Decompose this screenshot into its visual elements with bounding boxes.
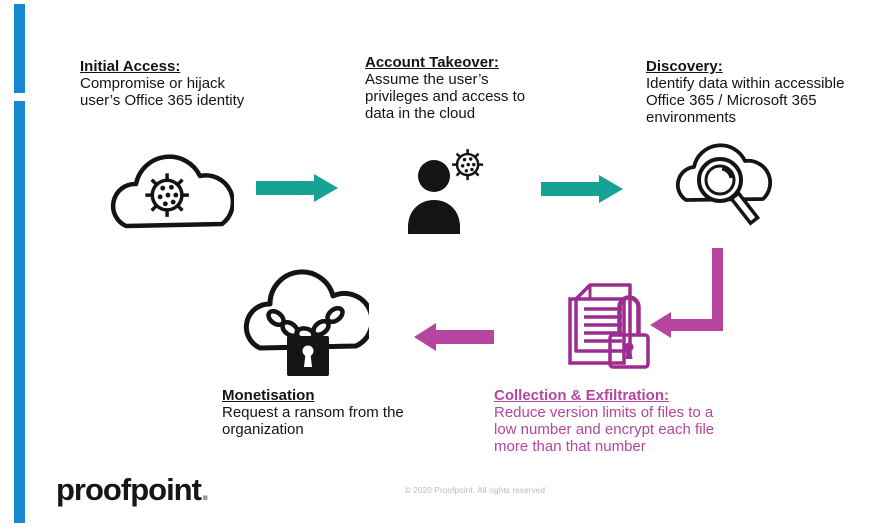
cloud-virus-icon [110,154,234,229]
proofpoint-logo-dot: . [200,472,210,507]
left-accent-bar-bottom [14,101,25,523]
step-monetisation: Monetisation Request a ransom from the o… [222,387,432,438]
cloud-chain-lock-icon [243,269,369,376]
left-accent-bar-top [14,4,25,93]
documents-lock-icon [568,283,650,369]
copyright-text: © 2020 Proofpoint. All rights reserved [404,486,546,495]
person-virus-icon [408,147,485,234]
step-account-takeover-body: Assume the user’s privileges and access … [365,71,526,122]
step-account-takeover: Account Takeover: Assume the user’s priv… [365,54,555,122]
proofpoint-logo-text: proofpoint [56,472,202,507]
cloud-search-icon [675,143,773,226]
arrow-left [414,323,494,351]
step-monetisation-title: Monetisation [222,387,315,404]
step-account-takeover-title: Account Takeover: [365,54,499,71]
step-collection-exfiltration-body: Reduce version limits of files to a low … [494,404,715,455]
step-discovery-body: Identify data within accessible Office 3… [646,75,845,126]
arrow-right-1 [256,174,338,202]
proofpoint-logo: proofpoint. [56,472,210,508]
step-initial-access-body: Compromise or hijack user’s Office 365 i… [80,75,245,109]
step-initial-access-title: Initial Access: [80,58,181,75]
step-collection-exfiltration: Collection & Exfiltration: Reduce versio… [494,387,734,455]
arrow-down-left [650,248,723,338]
step-discovery-title: Discovery: [646,58,723,75]
step-discovery: Discovery: Identify data within accessib… [646,58,876,126]
arrow-right-2 [541,175,623,203]
step-initial-access: Initial Access: Compromise or hijack use… [80,58,285,109]
step-monetisation-body: Request a ransom from the organization [222,404,404,438]
step-collection-exfiltration-title: Collection & Exfiltration: [494,387,670,404]
